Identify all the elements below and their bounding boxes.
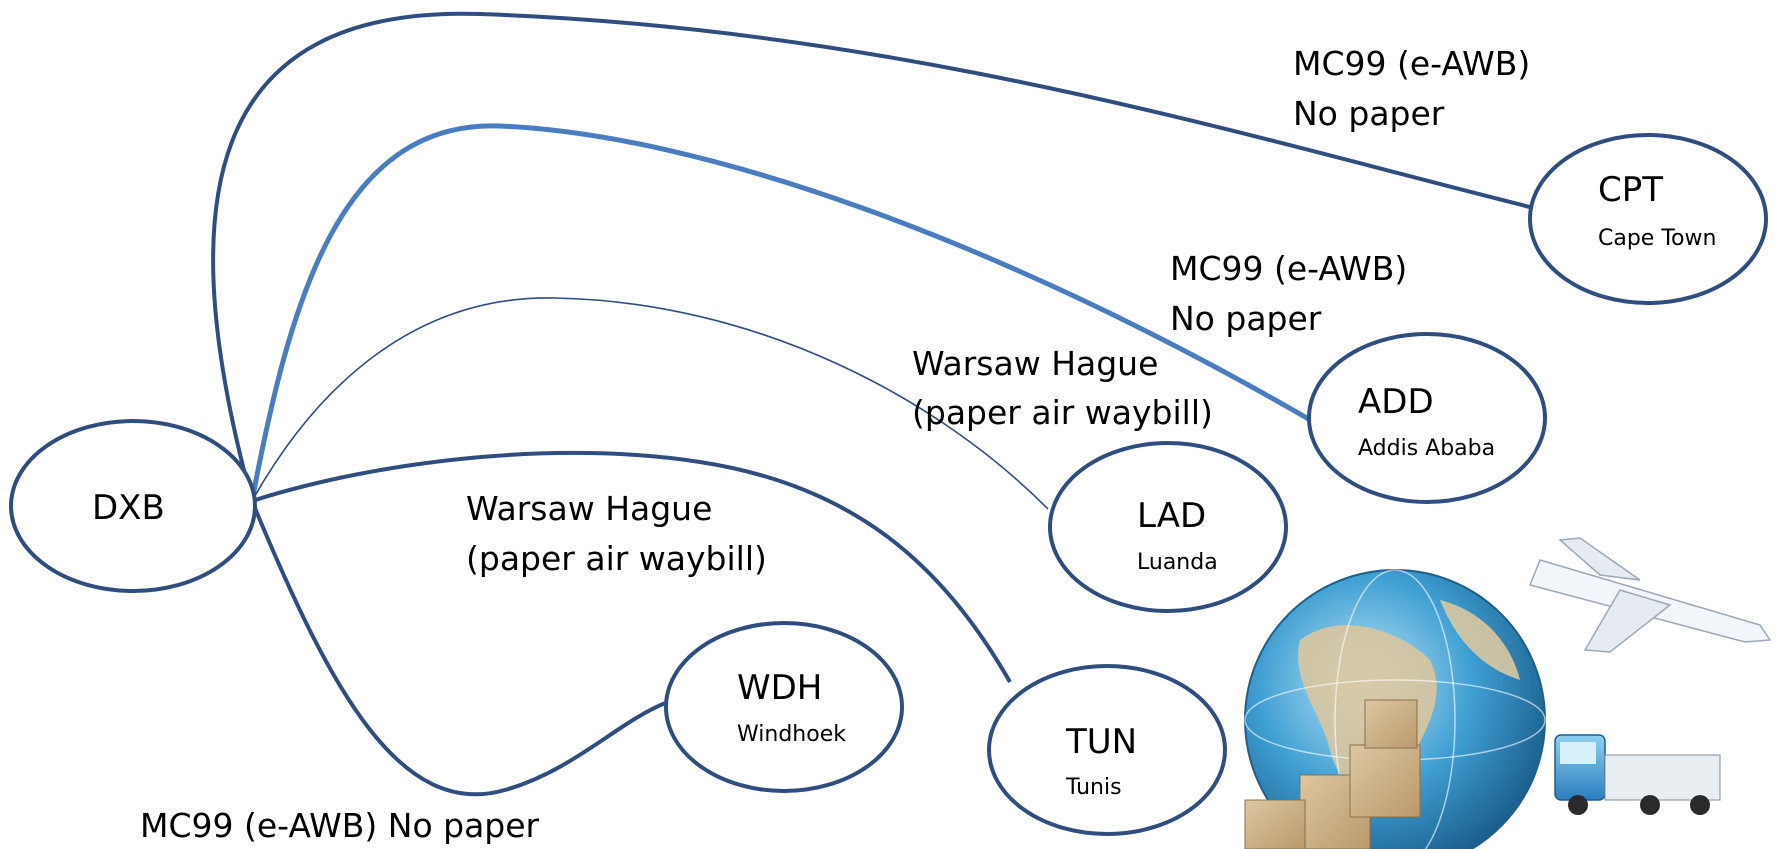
route-label-lad-line2: (paper air waybill) [912, 393, 1213, 432]
node-city-wdh: Windhoek [737, 722, 846, 747]
route-line-wdh [250, 500, 669, 797]
node-add: ADD Addis Ababa [1307, 332, 1547, 504]
route-line-add [249, 123, 1314, 502]
node-code-dxb: DXB [92, 488, 165, 528]
node-code-lad: LAD [1137, 496, 1206, 536]
node-wdh: WDH Windhoek [664, 621, 904, 793]
node-city-lad: Luanda [1137, 550, 1218, 575]
node-tun: TUN Tunis [987, 664, 1227, 836]
node-cpt: CPT Cape Town [1528, 133, 1768, 305]
route-line-tun [251, 450, 1012, 683]
route-line-cpt [211, 11, 1531, 502]
node-code-add: ADD [1358, 382, 1434, 422]
node-code-cpt: CPT [1598, 170, 1663, 210]
node-city-add: Addis Ababa [1358, 436, 1495, 461]
node-code-tun: TUN [1065, 722, 1137, 762]
route-line-lad [251, 297, 1049, 510]
route-label-tun-line1: Warsaw Hague [466, 489, 712, 528]
node-dxb: DXB [9, 419, 257, 593]
route-label-tun-line2: (paper air waybill) [466, 539, 767, 578]
globe-plane-truck-boxes-icon [1244, 537, 1772, 849]
route-label-cpt-line1: MC99 (e-AWB) [1293, 44, 1530, 83]
node-city-cpt: Cape Town [1598, 226, 1716, 251]
node-code-wdh: WDH [737, 668, 822, 708]
route-label-wdh: MC99 (e-AWB) No paper [140, 806, 540, 845]
route-label-add-line1: MC99 (e-AWB) [1170, 249, 1407, 288]
node-city-tun: Tunis [1065, 775, 1122, 800]
route-label-add-line2: No paper [1170, 299, 1322, 338]
node-lad: LAD Luanda [1048, 441, 1288, 613]
route-label-cpt-line2: No paper [1293, 94, 1445, 133]
route-label-lad-line1: Warsaw Hague [912, 344, 1158, 383]
